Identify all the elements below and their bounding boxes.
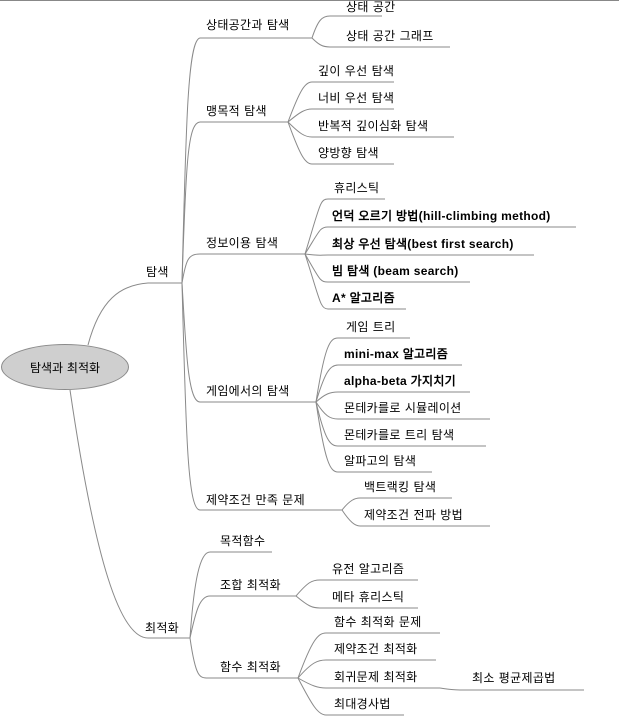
leaf-game-tree: 게임 트리 xyxy=(346,320,396,334)
leaf-monte-carlo-sim: 몬테카를로 시뮬레이션 xyxy=(344,401,462,415)
connector xyxy=(295,595,418,609)
connector xyxy=(69,389,190,639)
connector xyxy=(297,677,440,689)
connector xyxy=(87,282,182,346)
node-combinatorial: 조합 최적화 xyxy=(220,578,281,592)
connector xyxy=(181,37,312,284)
connector xyxy=(315,337,410,403)
leaf-alphago: 알파고의 탐색 xyxy=(344,454,417,468)
connector xyxy=(287,108,394,123)
connector xyxy=(189,637,298,679)
connector xyxy=(295,579,418,597)
connector xyxy=(304,253,470,283)
leaf-heuristic: 휴리스틱 xyxy=(334,181,380,195)
connector xyxy=(311,37,450,48)
connector xyxy=(311,15,382,39)
node-blind-search: 맹목적 탐색 xyxy=(206,104,267,118)
connector xyxy=(341,497,452,511)
leaf-hill-climbing: 언덕 오르기 방법(hill-climbing method) xyxy=(332,209,551,223)
connector xyxy=(297,659,436,679)
leaf-dfs: 깊이 우선 탐색 xyxy=(318,64,395,78)
connector xyxy=(181,282,342,511)
connector xyxy=(304,253,406,310)
root-node xyxy=(1,344,129,390)
connector xyxy=(315,364,462,403)
leaf-bidirectional: 양방향 탐색 xyxy=(318,146,379,160)
connector xyxy=(297,677,404,716)
connector xyxy=(287,121,454,138)
connector xyxy=(304,253,534,256)
top-border xyxy=(0,0,619,1)
leaf-alpha-beta: alpha-beta 가지치기 xyxy=(344,374,457,388)
leaf-genetic-algorithm: 유전 알고리즘 xyxy=(332,562,405,576)
connector xyxy=(439,687,584,691)
node-game-search: 게임에서의 탐색 xyxy=(206,384,290,398)
leaf-best-first: 최상 우선 탐색(best first search) xyxy=(332,237,514,251)
connector xyxy=(181,253,305,284)
connector xyxy=(315,391,470,403)
connector xyxy=(287,81,394,123)
connector xyxy=(181,282,316,403)
connector xyxy=(181,121,288,284)
root-label: 탐색과 최적화 xyxy=(29,360,101,375)
leaf-state-space: 상태 공간 xyxy=(346,0,396,14)
leaf-a-star: A* 알고리즘 xyxy=(332,291,395,305)
connector xyxy=(315,401,486,447)
node-state-space: 상태공간과 탐색 xyxy=(206,18,290,32)
node-optimization: 최적화 xyxy=(145,621,180,635)
leaf-mcts: 몬테카를로 트리 탐색 xyxy=(344,428,455,442)
leaf-constrained-opt: 제약조건 최적화 xyxy=(334,642,418,656)
node-function-opt: 함수 최적화 xyxy=(220,660,281,674)
leaf-beam-search: 빔 탐색 (beam search) xyxy=(332,264,459,278)
leaf-metaheuristic: 메타 휴리스틱 xyxy=(332,590,405,604)
connector xyxy=(287,121,394,165)
connector xyxy=(304,226,576,255)
leaf-minimax: mini-max 알고리즘 xyxy=(344,347,449,361)
leaf-function-opt-problem: 함수 최적화 문제 xyxy=(334,615,422,629)
leaf-least-mean-squares: 최소 평균제곱법 xyxy=(472,671,556,685)
connector xyxy=(304,198,385,255)
node-csp: 제약조건 만족 문제 xyxy=(206,493,305,507)
connector xyxy=(341,509,490,527)
node-informed-search: 정보이용 탐색 xyxy=(206,236,279,250)
connector xyxy=(189,551,272,639)
leaf-iddfs: 반복적 깊이심화 탐색 xyxy=(318,119,429,133)
node-search: 탐색 xyxy=(146,265,169,279)
leaf-constraint-propagation: 제약조건 전파 방법 xyxy=(364,508,463,522)
node-objective: 목적함수 xyxy=(220,534,266,548)
leaf-backtracking: 백트랙킹 탐색 xyxy=(364,480,437,494)
leaf-regression-opt: 회귀문제 최적화 xyxy=(334,670,418,684)
connector xyxy=(297,632,440,679)
leaf-gradient-descent: 최대경사법 xyxy=(334,697,391,711)
connector xyxy=(315,401,432,473)
leaf-state-space-graph: 상태 공간 그래프 xyxy=(346,29,434,43)
connector xyxy=(189,595,296,639)
connector xyxy=(315,401,490,420)
leaf-bfs: 너비 우선 탐색 xyxy=(318,91,395,105)
